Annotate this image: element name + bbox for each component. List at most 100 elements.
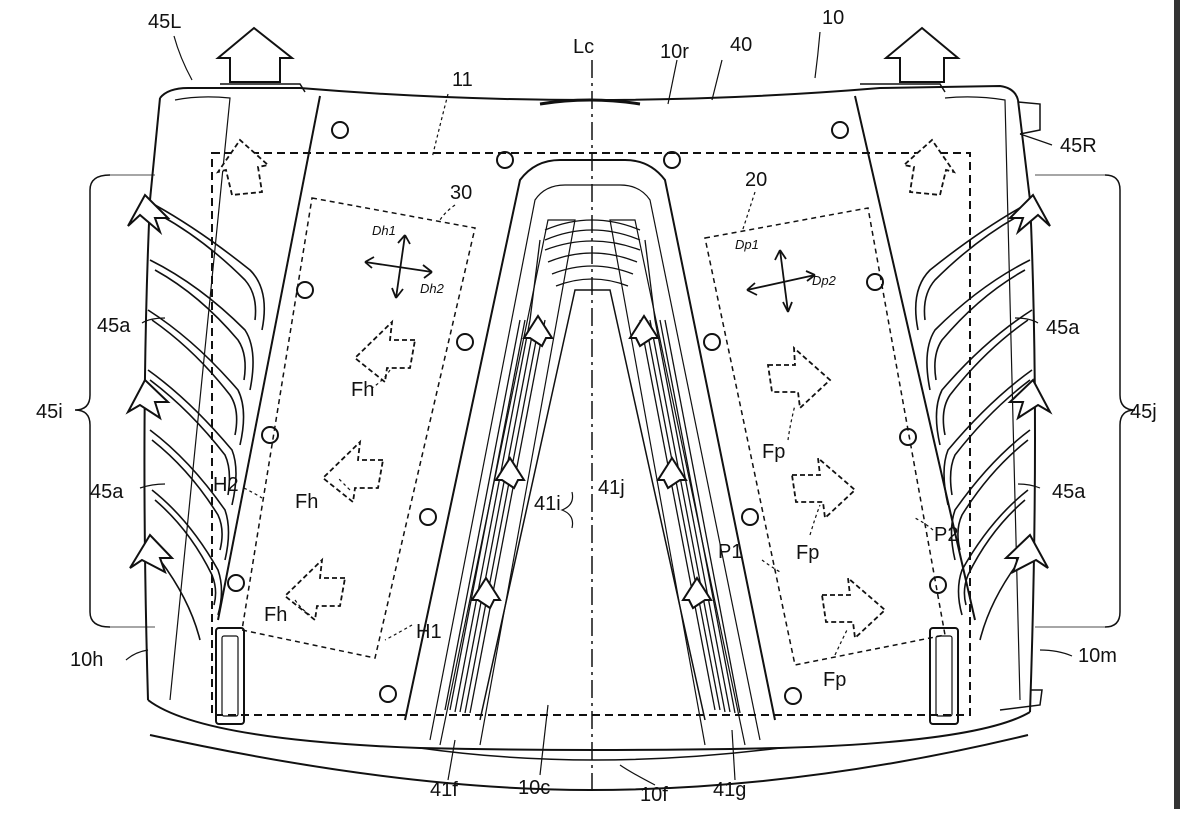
right-vent-arrow-1 <box>1007 193 1051 236</box>
label-45L: 45L <box>148 11 182 33</box>
arch-inner-r <box>609 219 746 746</box>
arch-mid <box>429 184 761 741</box>
left-vent-arrow-1 <box>127 193 171 236</box>
top-left-exhaust-arrow <box>215 26 295 83</box>
label-P2: P2 <box>934 524 959 546</box>
label-45a-right-bottom: 45a <box>1052 481 1086 503</box>
label-Dh2: Dh2 <box>420 281 444 296</box>
label-Dp1: Dp1 <box>735 237 759 252</box>
left-grip-boundary <box>217 95 321 621</box>
arch-gap <box>479 289 706 721</box>
right-side-tab <box>1017 101 1041 135</box>
label-10f: 10f <box>640 784 668 806</box>
hand-corner-arrow-l <box>215 138 270 196</box>
right-vent-group <box>914 204 1033 641</box>
right-window-edge <box>1174 0 1180 809</box>
arch-top-fins <box>529 219 656 321</box>
label-45i: 45i <box>36 401 63 423</box>
label-Dh1: Dh1 <box>372 223 396 238</box>
left-grip-outer <box>169 96 231 701</box>
label-11: 11 <box>452 69 473 91</box>
brace-45j <box>1104 174 1136 628</box>
label-41g: 41g <box>713 779 747 801</box>
frame-20 <box>704 207 946 666</box>
fin-stack-left <box>444 319 546 714</box>
right-side-edge <box>1017 99 1036 713</box>
top-edge <box>159 84 1019 101</box>
label-41j: 41j <box>598 477 625 499</box>
frame-30 <box>241 197 476 659</box>
label-30: 30 <box>450 182 473 204</box>
hand-corner-arrow-r <box>902 138 957 196</box>
left-vent-arrow-3 <box>129 533 175 575</box>
label-Lc: Lc <box>573 36 595 58</box>
label-45j: 45j <box>1130 401 1157 423</box>
label-10: 10 <box>822 7 845 29</box>
top-right-exhaust-arrow <box>883 26 961 83</box>
label-10h: 10h <box>70 649 104 671</box>
Fp-arrow-1 <box>766 345 832 410</box>
label-41f: 41f <box>430 779 458 801</box>
arch-arrow-l2 <box>494 456 526 490</box>
label-Fp-1: Fp <box>762 441 786 463</box>
label-Fp-2: Fp <box>796 542 820 564</box>
right-bottom-tab <box>999 689 1043 711</box>
right-grip-outer <box>944 96 1021 701</box>
label-41i: 41i <box>534 493 561 515</box>
label-P1: P1 <box>718 541 743 563</box>
screw-holes <box>227 121 947 705</box>
right-vent-arrow-3 <box>1003 533 1049 575</box>
label-Dp2: Dp2 <box>812 273 836 288</box>
dashed-flow-arrows <box>215 138 957 640</box>
label-Fh-3: Fh <box>264 604 288 626</box>
label-H1: H1 <box>416 621 442 643</box>
direction-indicators <box>364 234 816 313</box>
label-40: 40 <box>730 34 753 56</box>
label-45a-left-bottom: 45a <box>90 481 124 503</box>
label-H2: H2 <box>213 474 239 496</box>
central-arch <box>404 159 776 746</box>
right-top-bump <box>860 83 946 93</box>
bottom-slots <box>215 627 959 725</box>
Fp-arrow-2 <box>790 455 857 520</box>
label-45R: 45R <box>1060 135 1097 157</box>
label-Fh-1: Fh <box>351 379 375 401</box>
label-20: 20 <box>745 169 768 191</box>
label-45a-right-top: 45a <box>1046 317 1080 339</box>
label-45a-left-top: 45a <box>97 315 131 337</box>
right-grip-boundary <box>854 95 976 621</box>
label-10r: 10r <box>660 41 689 63</box>
left-vent-arrow-2 <box>125 378 171 421</box>
Fh-arrow-1 <box>353 319 417 384</box>
arch-arrow-r3 <box>681 576 713 610</box>
airflow-arrows <box>125 26 1053 610</box>
arch-arrow-l3 <box>470 576 502 610</box>
frame-11 <box>211 152 971 716</box>
device-body-outline <box>143 83 1043 792</box>
arch-outer <box>404 159 776 721</box>
right-vent-arrow-2 <box>1007 378 1053 421</box>
bottom-edge <box>147 699 1031 751</box>
arch-arrow-r1 <box>628 314 660 348</box>
top-center-recess <box>539 98 641 106</box>
label-Fh-2: Fh <box>295 491 319 513</box>
label-Fp-3: Fp <box>823 669 847 691</box>
left-side-edge <box>143 97 161 701</box>
label-10m: 10m <box>1078 645 1117 667</box>
left-top-bump <box>220 83 306 93</box>
label-10c: 10c <box>518 777 551 799</box>
bottom-lip-inner <box>419 747 781 761</box>
dashed-frames <box>211 152 971 716</box>
brace-45i <box>74 174 111 628</box>
fin-stack-right <box>639 319 741 714</box>
leader-lines <box>125 31 1073 786</box>
arch-arrow-l1 <box>522 314 554 348</box>
Fp-arrow-3 <box>820 575 887 640</box>
brace-41i <box>560 491 574 529</box>
Fh-arrow-2 <box>321 439 385 504</box>
left-vent-group <box>147 204 266 641</box>
hand-rest-panels <box>169 95 1021 701</box>
group-braces <box>74 174 1136 628</box>
